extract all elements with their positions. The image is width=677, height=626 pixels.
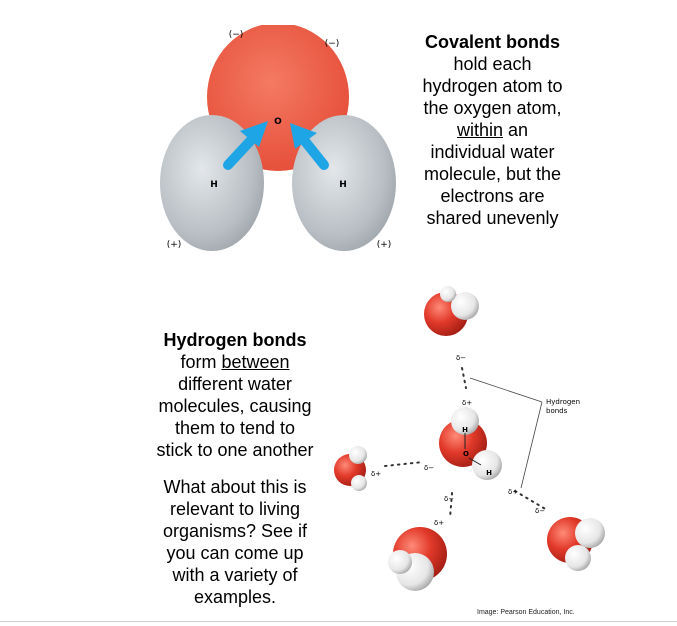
water-molecule-diagram: O H H (−) (−) (+) (+) [160,25,396,251]
covalent-line: hydrogen atom to [422,76,563,96]
partial-charge-label: δ− [444,495,454,503]
question-line: organisms? See if [162,521,308,541]
charge-negative-left: (−) [229,30,244,40]
question-text: What about this is relevant to living or… [140,476,330,608]
partial-charge-label: δ+ [508,488,518,496]
covalent-line: molecule, but the [423,164,562,184]
center-hydrogen-right-label: H [486,469,492,477]
water-molecule-top [424,286,479,336]
hydrogen-left-label: H [210,180,218,190]
hydrogen-line: form [180,352,222,372]
hydrogen-line: stick to one another [156,440,314,460]
arrow-left-icon [223,121,268,170]
partial-charge-label: δ− [535,507,545,515]
covalent-line: shared unevenly [426,208,559,228]
covalent-line: electrons are [440,186,545,206]
between-underline: between [221,352,290,372]
hydrogen-bonds-heading: Hydrogen bonds [163,330,307,350]
covalent-line: individual water [430,142,555,162]
center-oxygen-label: O [463,450,469,458]
charge-negative-right: (−) [325,39,340,49]
hydrogen-bond-network-diagram: Hydrogen bonds H O H δ− δ+ δ+ δ− δ− δ+ [334,286,605,591]
covalent-bonds-heading: Covalent bonds [424,32,560,52]
within-underline: within [456,120,503,140]
question-line: relevant to living [169,499,301,519]
oxygen-label: O [274,117,282,127]
bottom-divider [0,621,677,622]
water-molecule-left [334,446,367,491]
partial-charge-label: δ− [424,464,434,472]
hydrogen-line: them to tend to [174,418,296,438]
covalent-line: an [503,120,529,140]
arrow-right-icon [290,123,329,170]
partial-charge-label: δ+ [434,519,444,527]
hydrogen-line: different water [178,374,292,394]
water-molecule-bottom [388,527,447,591]
question-line: examples. [193,587,277,607]
hydrogen-atom-right [292,115,396,251]
water-molecule-center [439,407,502,480]
charge-positive-left: (+) [167,240,182,250]
water-molecule-right [547,517,605,571]
hbond-label: Hydrogen [546,398,580,406]
center-hydrogen-top-label: H [462,426,468,434]
partial-charge-label: δ+ [462,399,472,407]
partial-charge-label: δ+ [371,470,381,478]
covalent-bonds-text: Covalent bonds hold each hydrogen atom t… [405,31,580,229]
hbond-leader-lines [469,377,543,489]
question-line: you can come up [166,543,304,563]
charge-positive-right: (+) [377,240,392,250]
hydrogen-bonds-text: Hydrogen bonds form between different wa… [140,329,330,461]
hbond-dotted-lines [384,367,548,519]
hydrogen-right-label: H [339,180,347,190]
covalent-line: the oxygen atom, [423,98,562,118]
partial-charge-label: δ− [456,354,466,362]
hbond-label: bonds [546,407,568,415]
image-credit: Image: Pearson Education, Inc. [477,609,575,616]
covalent-line: hold each [453,54,532,74]
question-line: with a variety of [172,565,298,585]
hydrogen-line: molecules, causing [158,396,312,416]
question-line: What about this is [163,477,307,497]
